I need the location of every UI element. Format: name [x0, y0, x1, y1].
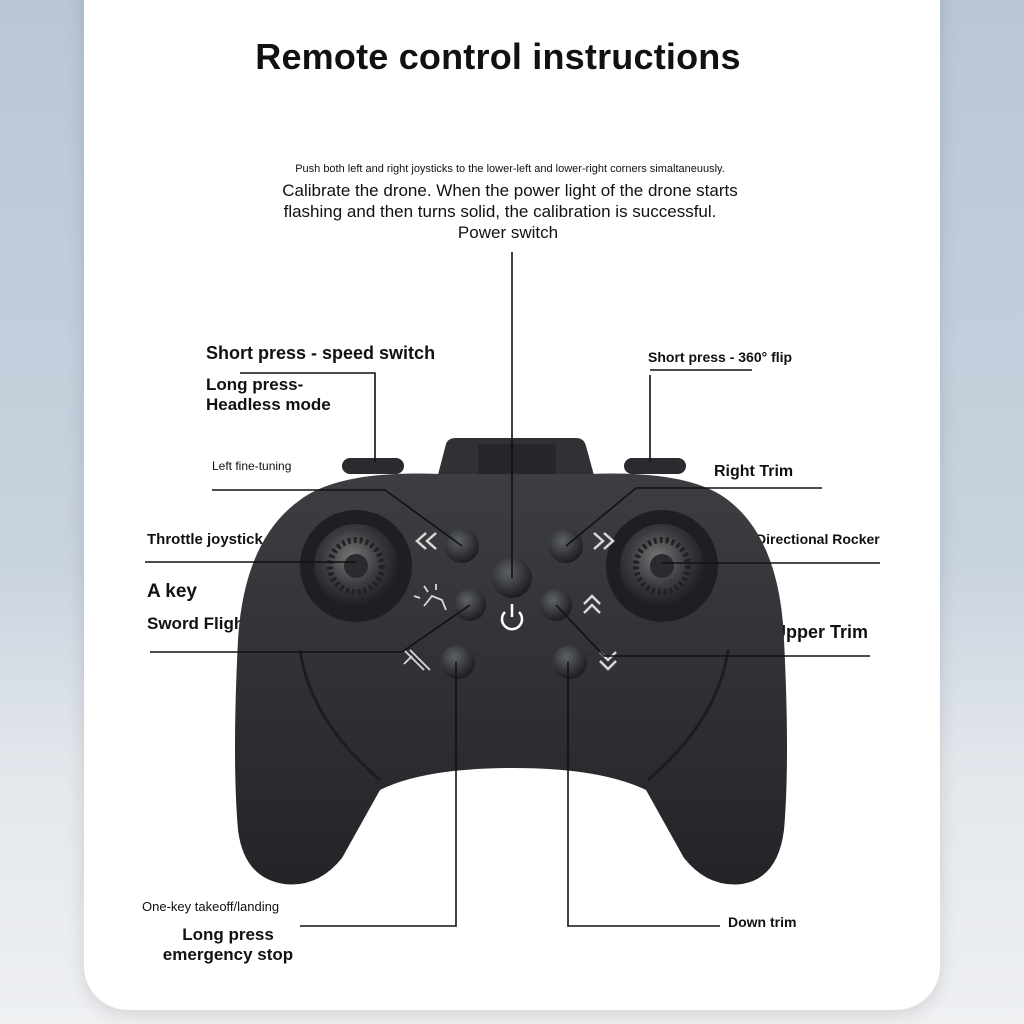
- power-icon: [500, 604, 524, 631]
- leader-upper-trim: [555, 604, 870, 657]
- leader-down-trim: [567, 662, 720, 927]
- page-title: Remote control instructions: [255, 36, 741, 77]
- double-chevron-right-icon: [593, 532, 615, 550]
- takeoff-landing-button[interactable]: [441, 645, 475, 679]
- emergency-stop-label-1: Long press: [182, 925, 274, 944]
- directional-rocker-grip: [633, 537, 691, 595]
- down-trim-label: Down trim: [728, 914, 797, 930]
- leader-lines: [145, 252, 880, 927]
- leader-a-key: [150, 604, 471, 653]
- a-key-label: A key: [147, 581, 197, 602]
- sword-flight-icon: [403, 649, 431, 671]
- leader-right-trim: [565, 487, 822, 547]
- leader-takeoff-landing: [300, 662, 457, 927]
- headless-label-1: Long press-: [206, 375, 304, 394]
- leader-speed-switch: [240, 372, 376, 462]
- directional-rocker-cap: [650, 554, 674, 578]
- double-chevron-left-icon: [415, 532, 437, 550]
- flip-label: Short press - 360° flip: [648, 349, 793, 365]
- leader-left-fine-tuning: [212, 489, 463, 547]
- upper-trim-label: Upper Trim: [773, 622, 869, 642]
- chevron-up-icon: [583, 594, 601, 614]
- throttle-joystick-cap: [344, 554, 368, 578]
- takeoff-landing-label: One-key takeoff/landing: [142, 899, 280, 914]
- left-shoulder-button[interactable]: [342, 458, 404, 474]
- controller-grip-contour: [298, 649, 730, 782]
- calibration-tip: Push both left and right joysticks to th…: [295, 163, 725, 175]
- speed-switch-label: Short press - speed switch: [206, 343, 436, 363]
- right-trim-label: Right Trim: [714, 463, 794, 480]
- hand-light-icon: [413, 584, 447, 611]
- emergency-stop-label-2: emergency stop: [162, 945, 294, 964]
- left-fine-tuning-label: Left fine-tuning: [212, 459, 292, 473]
- throttle-joystick-label: Throttle joystick: [147, 531, 263, 548]
- throttle-joystick-grip: [327, 537, 385, 595]
- headless-label-2: Headless mode: [206, 395, 331, 414]
- directional-rocker-label: Directional Rocker: [756, 531, 880, 547]
- calibration-text-1: Calibrate the drone. When the power ligh…: [282, 181, 738, 200]
- calibration-text-2: flashing and then turns solid, the calib…: [283, 202, 717, 221]
- sword-flight-label: Sword Flight: [147, 614, 250, 633]
- right-shoulder-button[interactable]: [624, 458, 686, 474]
- power-switch-label: Power switch: [457, 223, 559, 242]
- down-trim-button[interactable]: [553, 645, 587, 679]
